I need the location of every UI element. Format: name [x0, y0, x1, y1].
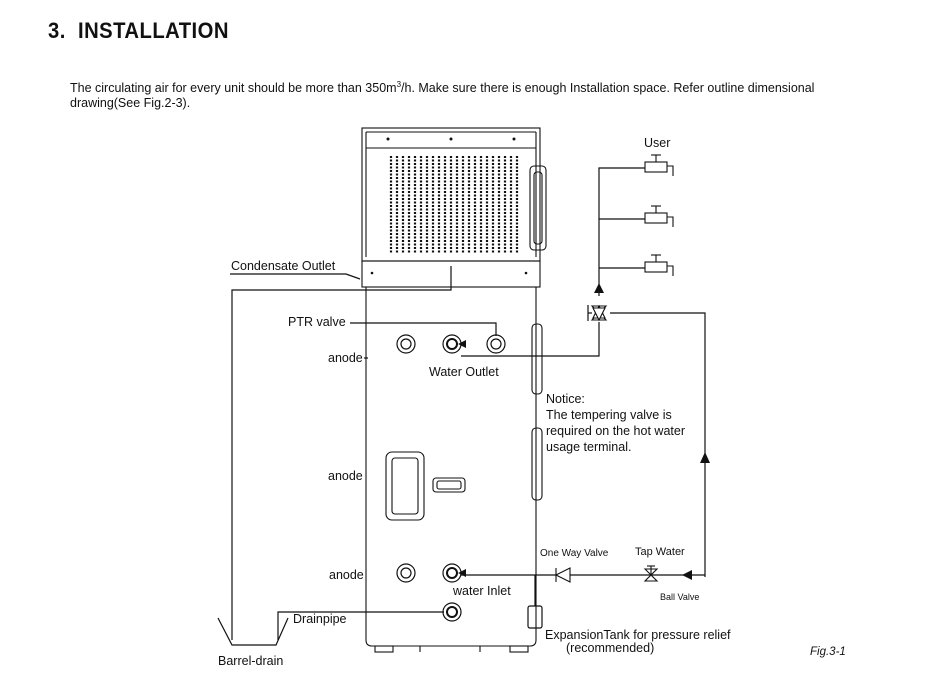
- label-condensate-outlet: Condensate Outlet: [231, 259, 336, 273]
- label-expansion-tank-line1: ExpansionTank for pressure relief: [545, 628, 731, 642]
- one-way-valve: [554, 567, 571, 583]
- tempering-valve: [590, 304, 608, 322]
- label-water-inlet: water Inlet: [453, 584, 511, 598]
- side-rail-lower: [531, 427, 543, 501]
- intro-text-part2: /h. Make sure there is enough Installati…: [70, 81, 815, 111]
- figure-caption: Fig.3-1: [810, 646, 846, 658]
- expansion-tank: [527, 605, 543, 629]
- label-anode-bottom: anode: [329, 568, 364, 582]
- anode-top-port: [396, 334, 416, 354]
- label-user: User: [644, 136, 671, 150]
- notice-title: Notice:: [546, 392, 585, 406]
- intro-superscript: 3: [396, 80, 402, 89]
- intro-paragraph: The circulating air for every unit shoul…: [70, 77, 860, 111]
- section-number: 3.: [48, 18, 66, 43]
- section-heading: 3. INSTALLATION: [48, 18, 229, 44]
- label-tap-water: Tap Water: [635, 546, 685, 558]
- drainpipe: [277, 611, 444, 640]
- tank-body: [365, 287, 537, 647]
- intro-text-part1: The circulating air for every unit shoul…: [70, 81, 397, 96]
- label-ptr-valve: PTR valve: [288, 315, 346, 329]
- label-anode-top: anode: [328, 351, 363, 365]
- faucet-icon: [644, 254, 674, 276]
- label-barrel-drain: Barrel-drain: [218, 654, 284, 668]
- anode-bottom-port: [396, 563, 416, 583]
- section-title: INSTALLATION: [77, 18, 229, 43]
- faucet-icon: [644, 154, 674, 176]
- label-one-way-valve: One Way Valve: [540, 548, 609, 559]
- side-handle: [529, 165, 547, 251]
- label-drainpipe: Drainpipe: [293, 612, 347, 626]
- notice-line1: The tempering valve is: [546, 408, 672, 422]
- cold-branch: [610, 312, 706, 577]
- condensate-pipe: [231, 266, 452, 640]
- label-expansion-tank-line2: (recommended): [566, 641, 655, 655]
- notice-line2: required on the hot water: [546, 424, 685, 438]
- barrel-drain: [217, 617, 289, 646]
- label-water-outlet: Water Outlet: [429, 365, 499, 379]
- user-riser: [598, 167, 645, 296]
- ball-valve: [643, 565, 659, 582]
- label-ball-valve: Ball Valve: [660, 592, 700, 602]
- outlet-pipe: [461, 322, 600, 357]
- label-anode-mid: anode: [328, 469, 363, 483]
- notice-line3: usage terminal.: [546, 440, 632, 454]
- ptr-valve-port: [486, 334, 506, 354]
- drain-port: [442, 602, 462, 622]
- flow-arrows: [458, 283, 710, 580]
- ptr-leader: [350, 322, 497, 336]
- fan-grille: [389, 156, 519, 254]
- side-rail-upper: [531, 323, 543, 395]
- condensate-leader: [230, 273, 361, 280]
- faucet-icon: [644, 205, 674, 227]
- control-button: [432, 477, 466, 493]
- control-panel: [385, 451, 425, 521]
